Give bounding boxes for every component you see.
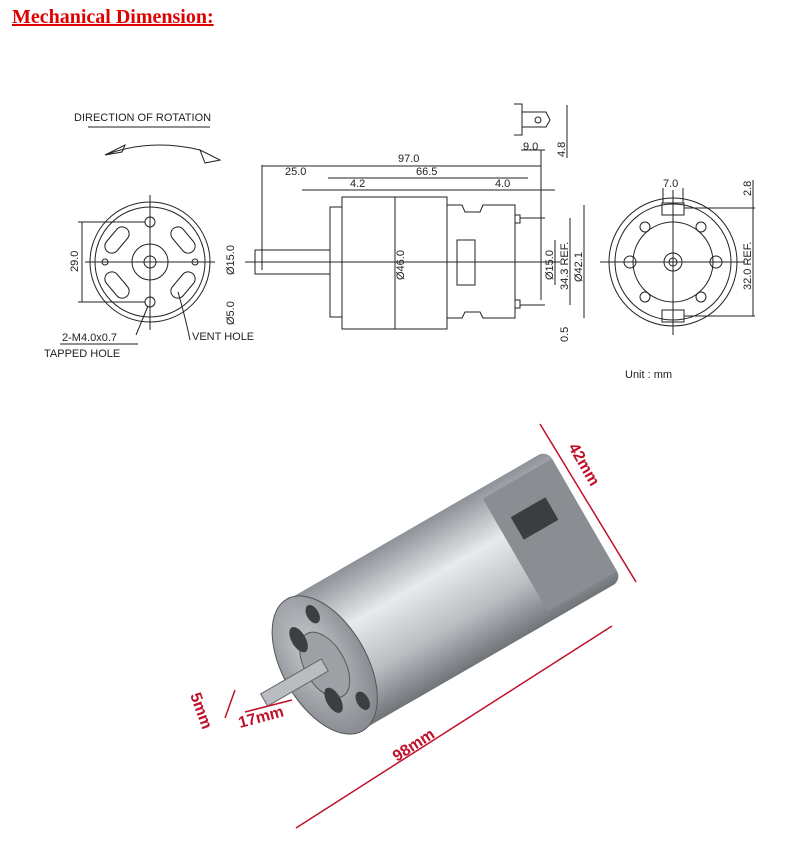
dim-2-8: 2.8 [742, 181, 754, 196]
dim-d46: Ø46.0 [395, 250, 407, 280]
terminal-detail: 9.0 4.8 [514, 103, 568, 158]
dim-7: 7.0 [663, 178, 678, 190]
dim-97: 97.0 [398, 153, 419, 165]
tapped-hole-label-2: TAPPED HOLE [44, 348, 120, 360]
rear-end-view: 7.0 2.8 32.0 REF. Unit : mm [600, 178, 755, 381]
dim-66-5: 66.5 [416, 166, 437, 178]
dim-29: 29.0 [69, 251, 81, 272]
motor-photo [259, 453, 619, 735]
dim-34-3: 34.3 REF. [559, 242, 571, 290]
dim-diameter-label: 42mm [565, 441, 603, 490]
dim-25: 25.0 [285, 166, 306, 178]
photo-dimensions [224, 423, 637, 829]
section-title: Mechanical Dimension: [12, 6, 214, 28]
front-end-view: 29.0 2-M4.0x0.7 TAPPED HOLE VENT HOLE [44, 195, 254, 360]
dim-d5: Ø5.0 [225, 301, 237, 325]
rotation-arrow-icon [104, 143, 222, 164]
side-view: 97.0 25.0 66.5 4.2 4.0 Ø15.0 Ø5.0 Ø46.0 … [225, 150, 585, 342]
dim-0-5: 0.5 [559, 327, 571, 342]
tapped-hole-label-1: 2-M4.0x0.7 [62, 332, 117, 344]
dim-9: 9.0 [523, 141, 538, 153]
dim-length-label: 98mm [390, 726, 438, 765]
dim-4-8: 4.8 [556, 142, 568, 157]
dim-shaft-diameter-label: 5mm [186, 691, 215, 732]
dim-32: 32.0 REF. [742, 242, 754, 290]
vent-hole-label: VENT HOLE [192, 331, 254, 343]
dim-4-2: 4.2 [350, 178, 365, 190]
dim-d15-end: Ø15.0 [544, 250, 556, 280]
dim-4-0: 4.0 [495, 178, 510, 190]
dim-d15-shaft: Ø15.0 [225, 245, 237, 275]
dim-d42: Ø42.1 [573, 252, 585, 282]
unit-label: Unit : mm [625, 369, 672, 381]
rotation-label: DIRECTION OF ROTATION [74, 112, 211, 124]
